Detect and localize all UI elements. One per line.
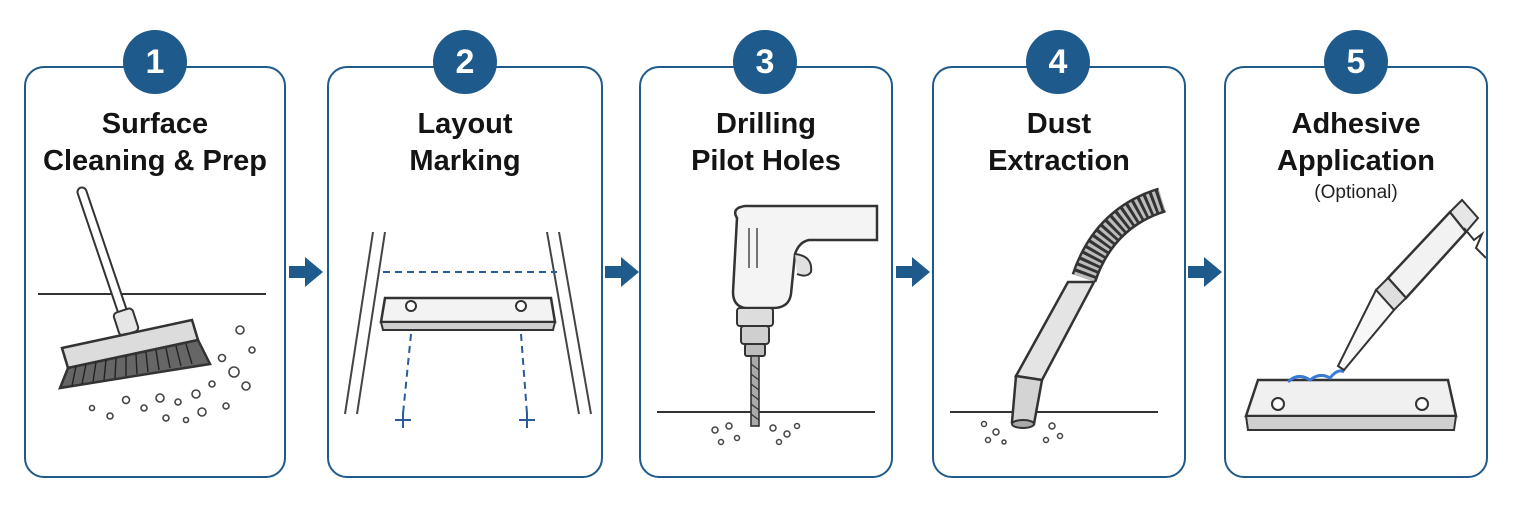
step-badge-1: 1 [123,30,187,94]
power-drill-icon [657,204,879,446]
step-title-1: Surface Cleaning & Prep [43,108,267,177]
vacuum-hose-icon [950,187,1167,445]
step-badge-5: 5 [1324,30,1388,94]
step-title-3: Drilling Pilot Holes [691,108,841,177]
step-badge-3: 3 [733,30,797,94]
step-card-3: Drilling Pilot Holes [639,66,893,478]
step-title-5: Adhesive Application [1277,108,1435,177]
step-card-4: Dust Extraction [932,66,1186,478]
step-card-2: Layout Marking [327,66,603,478]
caulk-gun-icon [1244,198,1486,431]
mounting-plate-icon [344,231,592,428]
step-title-2: Layout Marking [409,108,521,177]
right-arrow-icon [605,257,639,287]
right-arrow-icon [896,257,930,287]
right-arrow-icon [1188,257,1222,287]
right-arrow-icon [289,257,323,287]
broom-icon [38,186,266,424]
step-card-1: Surface Cleaning & Prep [24,66,286,478]
step-badge-4: 4 [1026,30,1090,94]
step-subtitle-5: (Optional) [1314,182,1398,203]
step-badge-2: 2 [433,30,497,94]
step-title-4: Dust Extraction [988,108,1130,177]
step-card-5: Adhesive Application (Optional) [1224,66,1488,478]
